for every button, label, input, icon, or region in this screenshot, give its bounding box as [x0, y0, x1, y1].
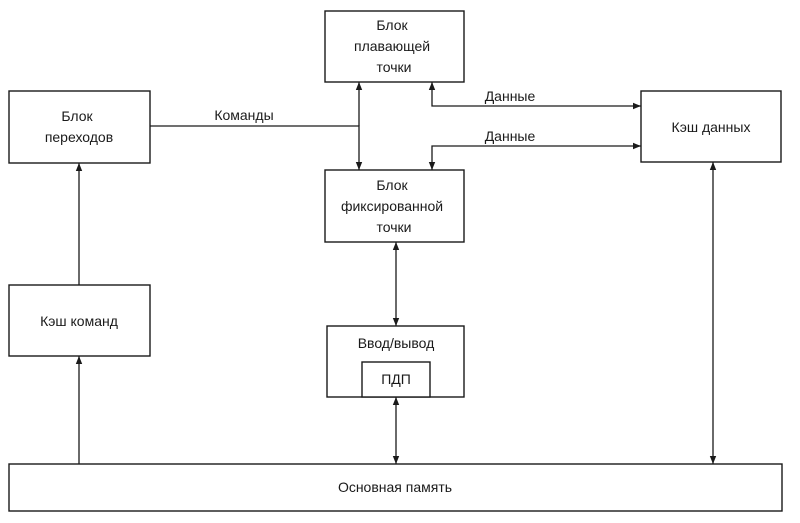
- fxu-block: Блок фиксированной точки: [324, 169, 465, 243]
- memory-block: Основная память: [8, 463, 783, 512]
- connections: [75, 82, 717, 464]
- io-block: Ввод/вывод ПДП: [326, 325, 465, 398]
- commands-line: [150, 125, 363, 170]
- edge-labels: Команды Данные Данные: [214, 88, 535, 144]
- fxu-block-label: Блок фиксированной точки: [341, 177, 447, 235]
- fpu-block-label: Блок плавающей точки: [354, 17, 434, 75]
- fpu-data-cache-line: [428, 82, 641, 110]
- fxu-data-cache-line: [428, 142, 641, 170]
- dma-block: [361, 361, 431, 398]
- io-block-label: Ввод/вывод: [358, 335, 435, 351]
- instr-cache-block: Кэш команд: [8, 284, 151, 357]
- branch-block-label: Блок переходов: [45, 108, 113, 145]
- instr-cache-label: Кэш команд: [40, 313, 118, 329]
- branch-block: Блок переходов: [8, 90, 151, 164]
- data-cache-block: Кэш данных: [640, 90, 782, 163]
- memory-label: Основная память: [338, 479, 452, 495]
- fpu-block: Блок плавающей точки: [324, 10, 465, 83]
- commands-label: Команды: [214, 107, 273, 123]
- data-label-fxu: Данные: [485, 128, 536, 144]
- data-label-fpu: Данные: [485, 88, 536, 104]
- data-cache-label: Кэш данных: [672, 119, 751, 135]
- dma-block-label: ПДП: [381, 371, 411, 387]
